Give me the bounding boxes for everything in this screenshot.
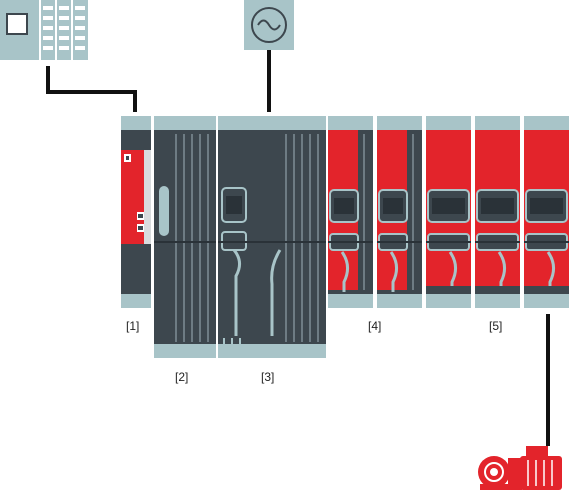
module-4-axis-module-a bbox=[328, 116, 373, 308]
module-5-axis-module-a bbox=[426, 116, 471, 308]
controller-cable bbox=[46, 66, 137, 112]
ac-supply-symbol bbox=[244, 0, 294, 50]
callout-1: [1] bbox=[126, 319, 139, 333]
gear-motor bbox=[478, 446, 562, 490]
module-5-axis-module-c bbox=[524, 116, 569, 308]
callout-5: [5] bbox=[489, 319, 502, 333]
module-2-filter-unit bbox=[154, 116, 216, 358]
callout-4: [4] bbox=[368, 319, 381, 333]
module-3-supply-module bbox=[218, 116, 326, 358]
callout-3: [3] bbox=[261, 370, 274, 384]
module-5-axis-module-b bbox=[475, 116, 520, 308]
controller-unit bbox=[0, 0, 88, 60]
module-4-axis-module-b bbox=[377, 116, 422, 308]
callout-2: [2] bbox=[175, 370, 188, 384]
module-1-control-unit bbox=[121, 116, 151, 308]
